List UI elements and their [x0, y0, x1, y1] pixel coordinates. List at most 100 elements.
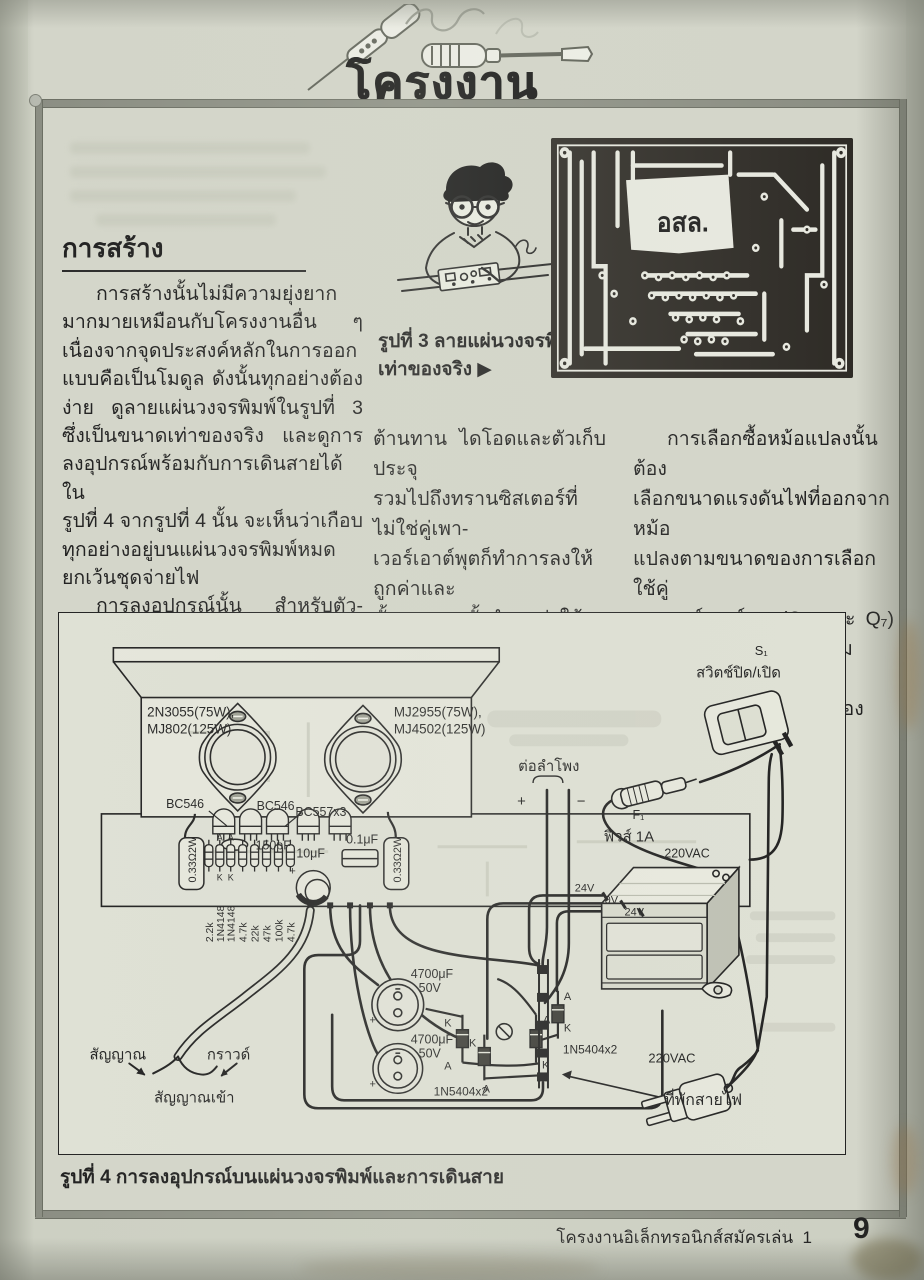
label-row-part: 22k	[251, 925, 262, 943]
polarity-mark: +	[370, 1078, 376, 1090]
diode-1N5404	[551, 1004, 565, 1024]
label-terminal-strip: ที่พักสายไฟ	[664, 1088, 742, 1109]
label-row-part: 1N4148	[227, 905, 238, 942]
label-bc557: BC557x3	[295, 805, 346, 819]
switch-to-fuse-wire	[698, 742, 781, 784]
primary-terminal	[712, 869, 721, 878]
text-line: ยกเว้นชุดจ่ายไฟ	[62, 567, 200, 590]
text-line: เวอร์เอาต์พุตก็ทำการลงให้ถูกค่าและ	[373, 548, 593, 600]
polarity-mark: A	[543, 1015, 551, 1027]
label-leader-lines	[208, 810, 302, 828]
emitter-resistor-right	[383, 837, 410, 891]
header-illustration	[307, 4, 594, 91]
diode-1N5404	[455, 1028, 470, 1049]
figure4-diagram: 2N3055(75W), MJ802(125W) MJ2955(75W), MJ…	[90, 643, 836, 1127]
label-big-cap: 50V	[419, 1047, 442, 1061]
cartoon-illustration	[397, 162, 553, 292]
column-left: การสร้างนั้นไม่มีความยุ่งยาก มากมายเหมือ…	[62, 280, 363, 621]
label-signal: สัญญาณ	[90, 1048, 147, 1064]
text-line: การลงอุปกรณ์นั้น สำหรับตัว-	[96, 595, 363, 618]
label-diodes: 1N5404x2	[563, 1043, 618, 1057]
speaker-brace	[532, 775, 564, 784]
text-line: แปลงตามขนาดของการเลือกใช้คู่	[633, 548, 877, 600]
bleedthrough-line	[70, 190, 296, 202]
paper-stain	[300, 1256, 600, 1280]
screwdriver-icon	[421, 43, 594, 68]
text-line: การเลือกซื้อหม้อแปลงนั้นต้อง	[633, 428, 878, 480]
footer-title: โครงงานอิเล็กทรอนิกส์สมัครเล่น 1	[556, 1228, 812, 1247]
text-line: รูปที่ 4 จากรูปที่ 4 นั้น จะเห็นว่าเกือบ	[62, 510, 363, 533]
polarity-mark: A	[228, 833, 234, 843]
text-line: ซึ่งเป็นขนาดเท่าของจริง และดูการ	[62, 425, 363, 448]
label-ground: กราวด์	[207, 1047, 250, 1064]
figure4-caption: รูปที่ 4 การลงอุปกรณ์บนแผ่นวงจรพิมพ์และก…	[60, 1167, 504, 1188]
signal-cable-inner	[175, 907, 314, 1060]
text-line: แบบคือเป็นโมดูล ดังนั้นทุกอย่างต้อง	[62, 368, 363, 391]
transformer-secondary-wire	[555, 910, 640, 993]
label-big-cap: 4700μF	[411, 1033, 454, 1047]
frame-corner-dot	[29, 94, 42, 107]
primary-terminal	[721, 873, 730, 882]
text-line: มากมายเหมือนกับโครงงานอื่น ๆ	[62, 311, 363, 334]
label-0v: 0V	[605, 894, 619, 906]
bleedthrough-line	[70, 142, 310, 154]
pcb-artwork-photo: อสล.	[551, 138, 853, 378]
frame-border-top	[35, 99, 906, 108]
label-row-part: 1N4148	[216, 905, 227, 942]
text-line: ต้านทาน ไดโอดและตัวเก็บประจุ	[373, 428, 606, 480]
filter-capacitor-2	[372, 1042, 424, 1095]
label-f1: F₁	[632, 808, 644, 822]
label-bc546: BC546	[257, 799, 295, 813]
paper-stain	[898, 620, 920, 730]
label-220vac: 220VAC	[664, 847, 709, 861]
pcb-brand-label: อสล.	[657, 209, 709, 238]
filter-capacitor-1	[371, 978, 425, 1032]
plug-cord	[724, 1049, 760, 1090]
polarity-mark: K	[564, 1023, 572, 1035]
mains-wire	[748, 744, 784, 861]
label-transistor-right: MJ2955(75W),	[394, 704, 482, 719]
speaker-wire-plus	[541, 788, 549, 969]
polarity-mark: A	[444, 1060, 452, 1072]
text-line: ง่าย ดูลายแผ่นวงจรพิมพ์ในรูปที่ 3	[62, 396, 363, 419]
frame-border-left	[35, 99, 43, 1217]
text-line: เลือกขนาดแรงดันไฟที่ออกจากหม้อ	[633, 488, 890, 540]
label-bc546: BC546	[166, 797, 204, 811]
transformer-secondary-wire	[486, 902, 622, 1040]
polarity-mark: K	[217, 873, 223, 883]
polarity-mark: A	[564, 991, 572, 1003]
text-line: รวมไปถึงทรานซิสเตอร์ที่ไม่ใช่คู่เพา-	[373, 488, 578, 540]
diode-1N5404	[477, 1046, 491, 1067]
polarity-mark: K	[228, 873, 234, 883]
label-24v: 24V	[625, 906, 645, 918]
secondary-terminals	[601, 891, 645, 918]
text-line: เนื่องจากจุดประสงค์หลักในการออก	[62, 339, 358, 362]
emitter-resistor-left	[178, 837, 205, 891]
fuse-holder	[610, 777, 697, 810]
polarity-mark: K	[542, 1059, 550, 1071]
text-line: ลงอุปกรณ์พร้อมกับการเดินสายได้ใน	[62, 453, 343, 504]
label-capacitor: 10μF	[296, 847, 325, 861]
label-signal-input: สัญญาณเข้า	[154, 1089, 234, 1106]
label-row-part: 47k	[263, 925, 274, 943]
figure3-caption: รูปที่ 3 ลายแผ่นวงจรพิมพ์ เท่าของจริง ▶	[378, 328, 608, 384]
polarity-mark: −	[577, 794, 586, 810]
transformer	[599, 865, 741, 999]
page-number: 9	[853, 1212, 870, 1245]
text-line: ทุกอย่างอยู่บนแผ่นวงจรพิมพ์หมด	[62, 538, 336, 561]
bleedthrough-line	[70, 166, 326, 178]
polarity-mark: K	[444, 1018, 452, 1030]
label-speaker: ต่อลำโพง	[518, 757, 579, 775]
polarity-mark: A	[483, 1083, 491, 1095]
label-transistor-right: MJ4502(125W)	[394, 721, 486, 736]
section-title: การสร้าง	[62, 233, 164, 263]
figure4-box: 2N3055(75W), MJ802(125W) MJ2955(75W), MJ…	[58, 612, 846, 1155]
paper-stain	[852, 1238, 922, 1280]
heatsink	[112, 647, 501, 663]
label-row-part: 2.2k	[205, 922, 216, 943]
diode-1N5404	[529, 1028, 543, 1049]
label-row-part: 100k	[274, 919, 285, 942]
label-capacitor: 150pF	[256, 839, 292, 853]
label-capacitor: 0.1μF	[346, 833, 378, 847]
